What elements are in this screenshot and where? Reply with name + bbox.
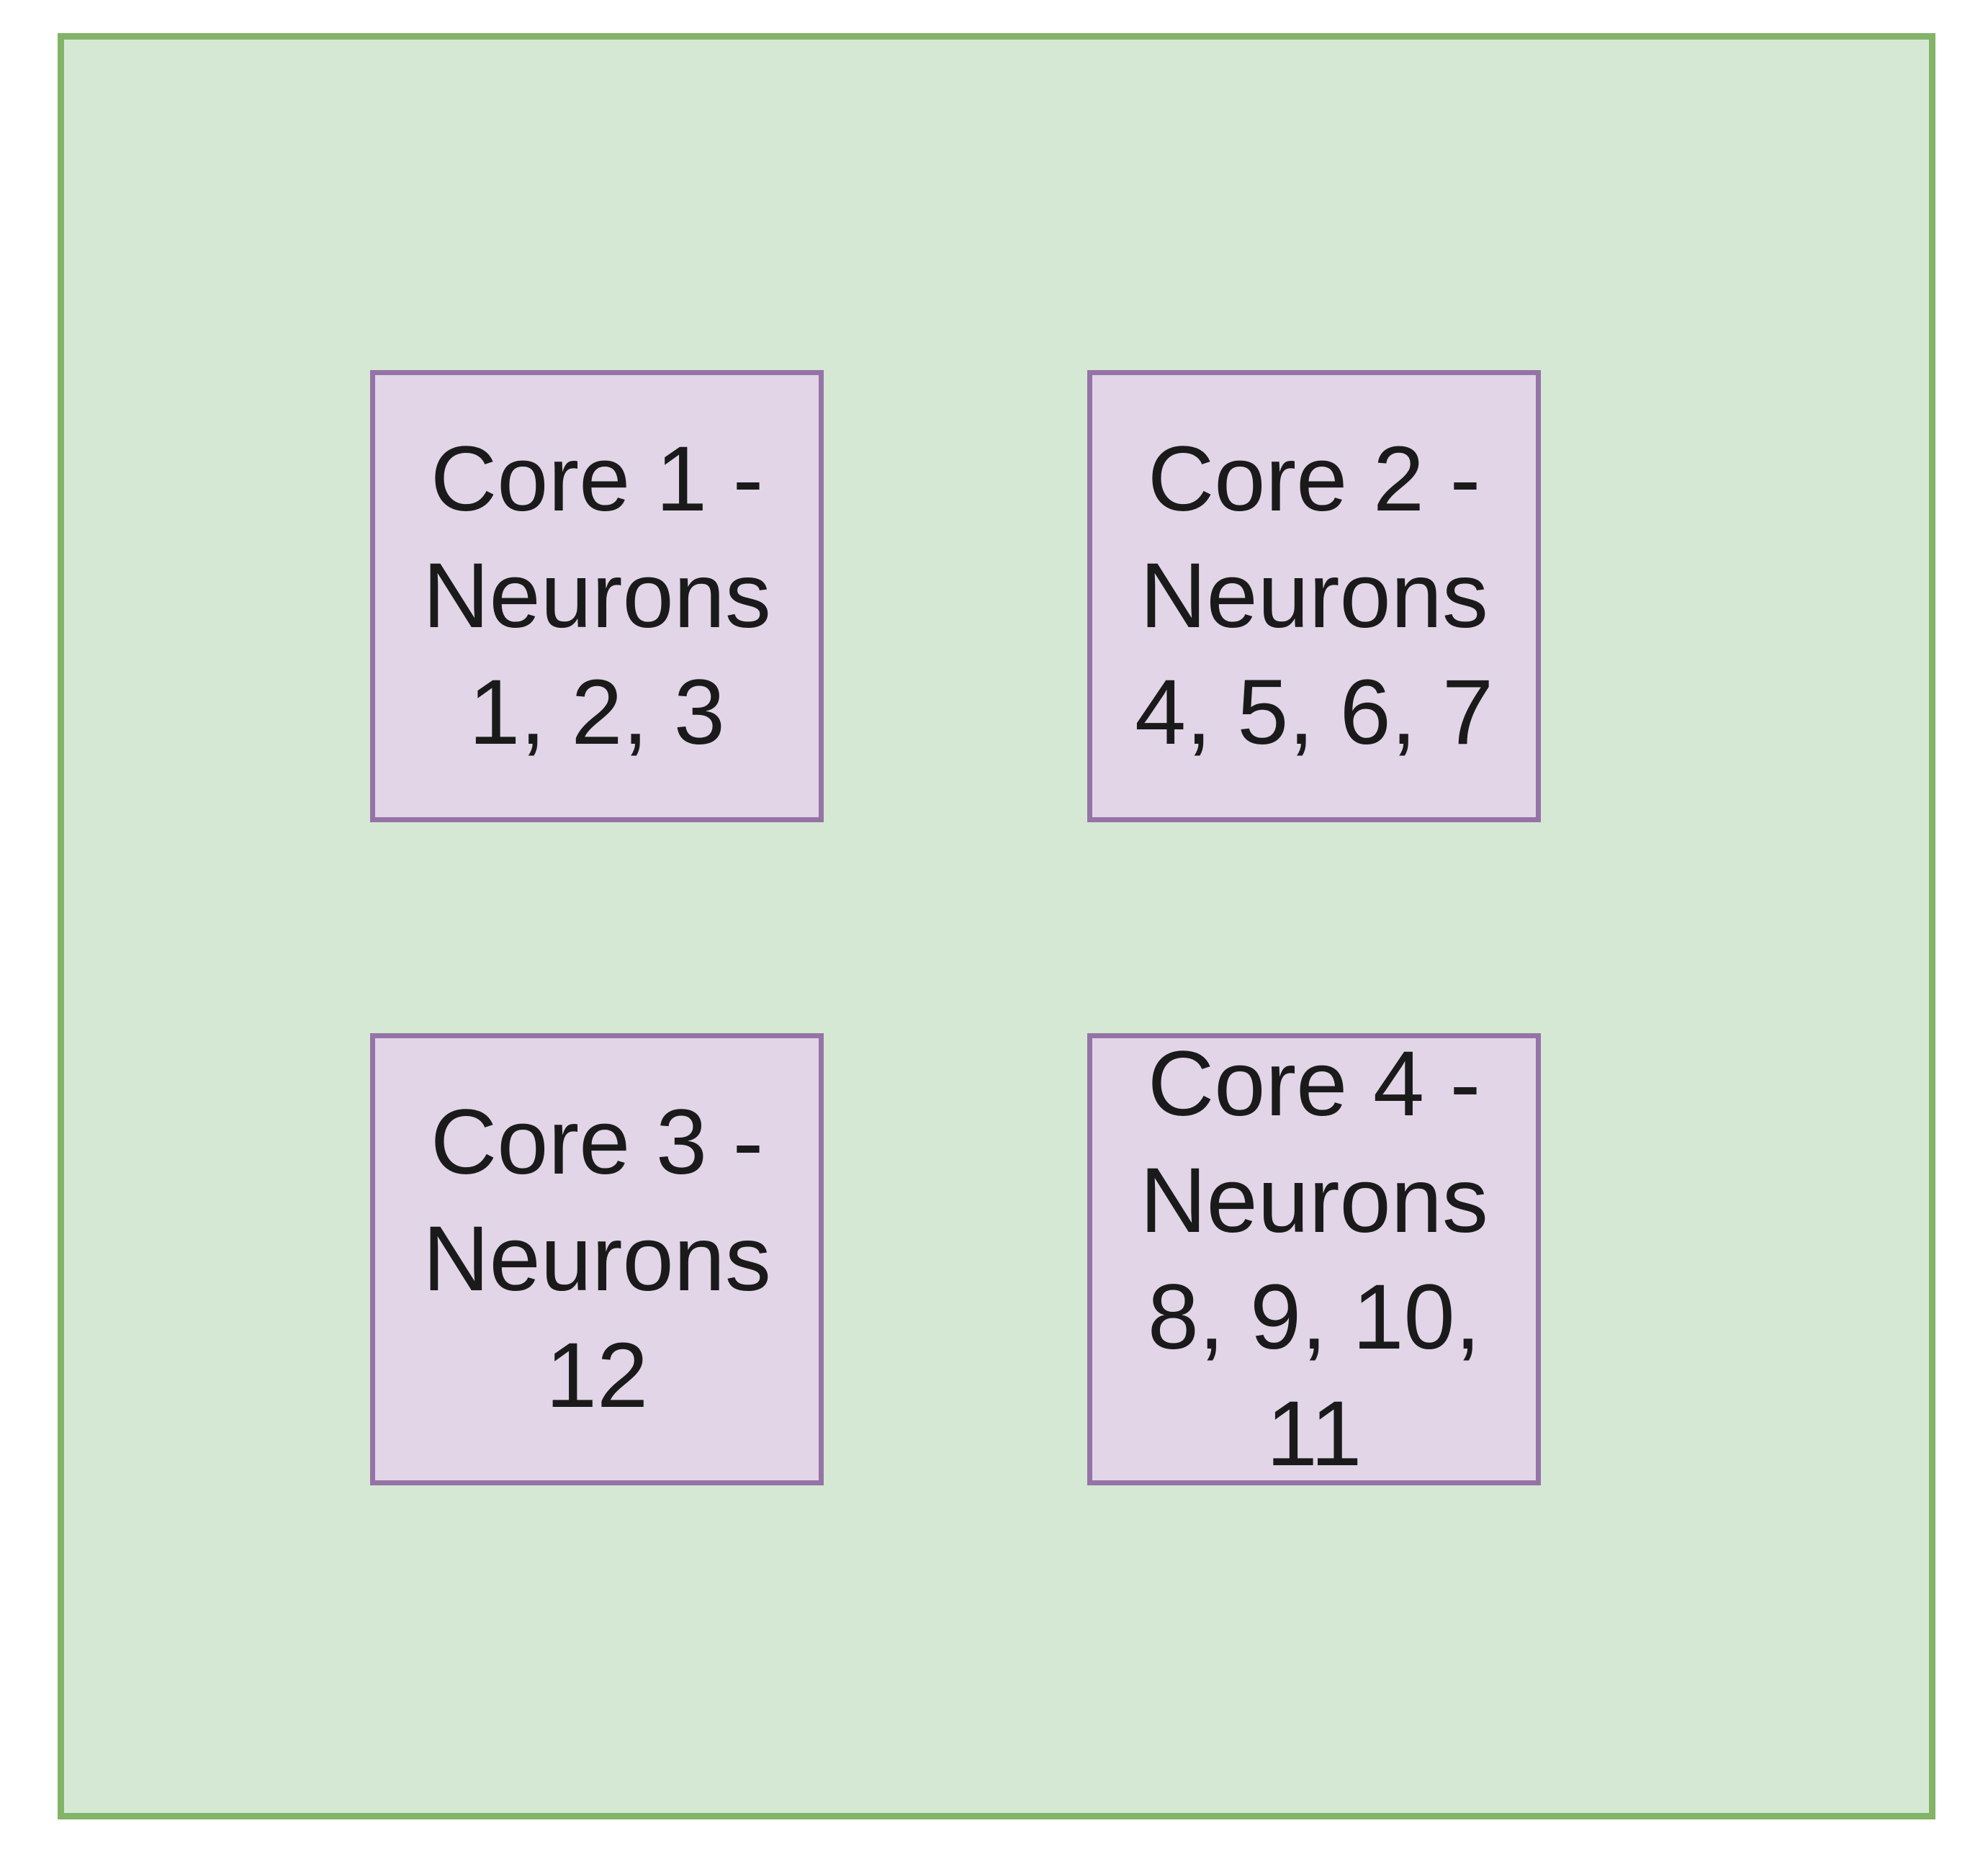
- core-1-label: Core 1 - Neurons 1, 2, 3: [423, 428, 771, 764]
- chip-container: [58, 33, 1935, 1819]
- core-4-box: Core 4 - Neurons 8, 9, 10, 11: [1087, 1033, 1541, 1485]
- core-4-label: Core 4 - Neurons 8, 9, 10, 11: [1140, 1033, 1488, 1485]
- core-3-box: Core 3 - Neurons 12: [370, 1033, 824, 1485]
- core-3-label: Core 3 - Neurons 12: [423, 1091, 771, 1427]
- core-2-box: Core 2 - Neurons 4, 5, 6, 7: [1087, 370, 1541, 822]
- core-2-label: Core 2 - Neurons 4, 5, 6, 7: [1134, 428, 1494, 764]
- core-1-box: Core 1 - Neurons 1, 2, 3: [370, 370, 824, 822]
